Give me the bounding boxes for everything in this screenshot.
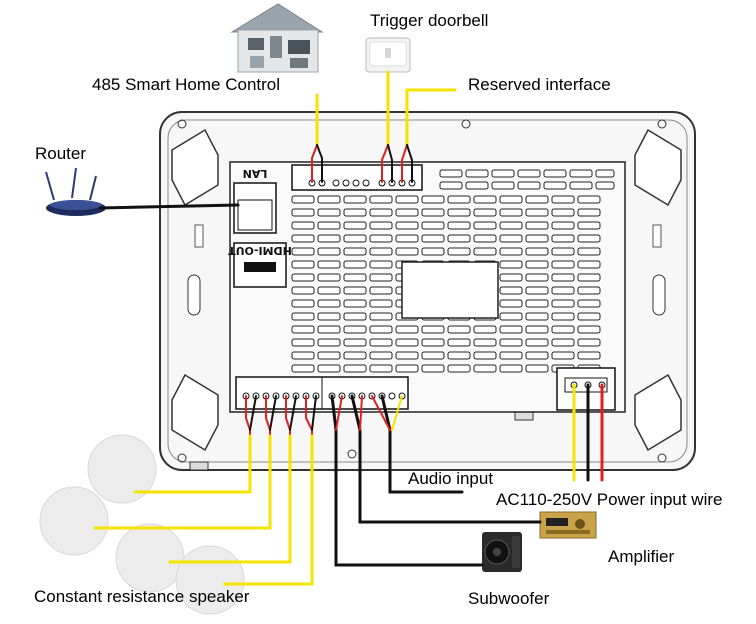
speaker-label: Constant resistance speaker	[34, 587, 250, 606]
doorbell-icon	[365, 37, 411, 73]
subwoofer-icon	[482, 532, 522, 572]
reserved-label: Reserved interface	[468, 75, 611, 94]
audio-input-label: Audio input	[408, 469, 493, 488]
hdmi-port-label: HDMI-OUT	[228, 244, 292, 257]
panel-device: LAN HDMI-OUT	[159, 111, 696, 471]
vent-grid	[291, 169, 615, 373]
smart-home-icon	[230, 3, 324, 73]
wires	[93, 70, 604, 586]
doorbell-label: Trigger doorbell	[370, 11, 488, 30]
power-label: AC110-250V Power input wire	[496, 490, 722, 509]
router-label: Router	[35, 144, 86, 163]
subwoofer-label: Subwoofer	[468, 589, 550, 608]
amplifier-icon	[539, 511, 597, 539]
amplifier-label: Amplifier	[608, 547, 674, 566]
smart-home-label: 485 Smart Home Control	[92, 75, 280, 94]
router-icon	[45, 167, 106, 216]
lan-port-label: LAN	[243, 167, 268, 180]
